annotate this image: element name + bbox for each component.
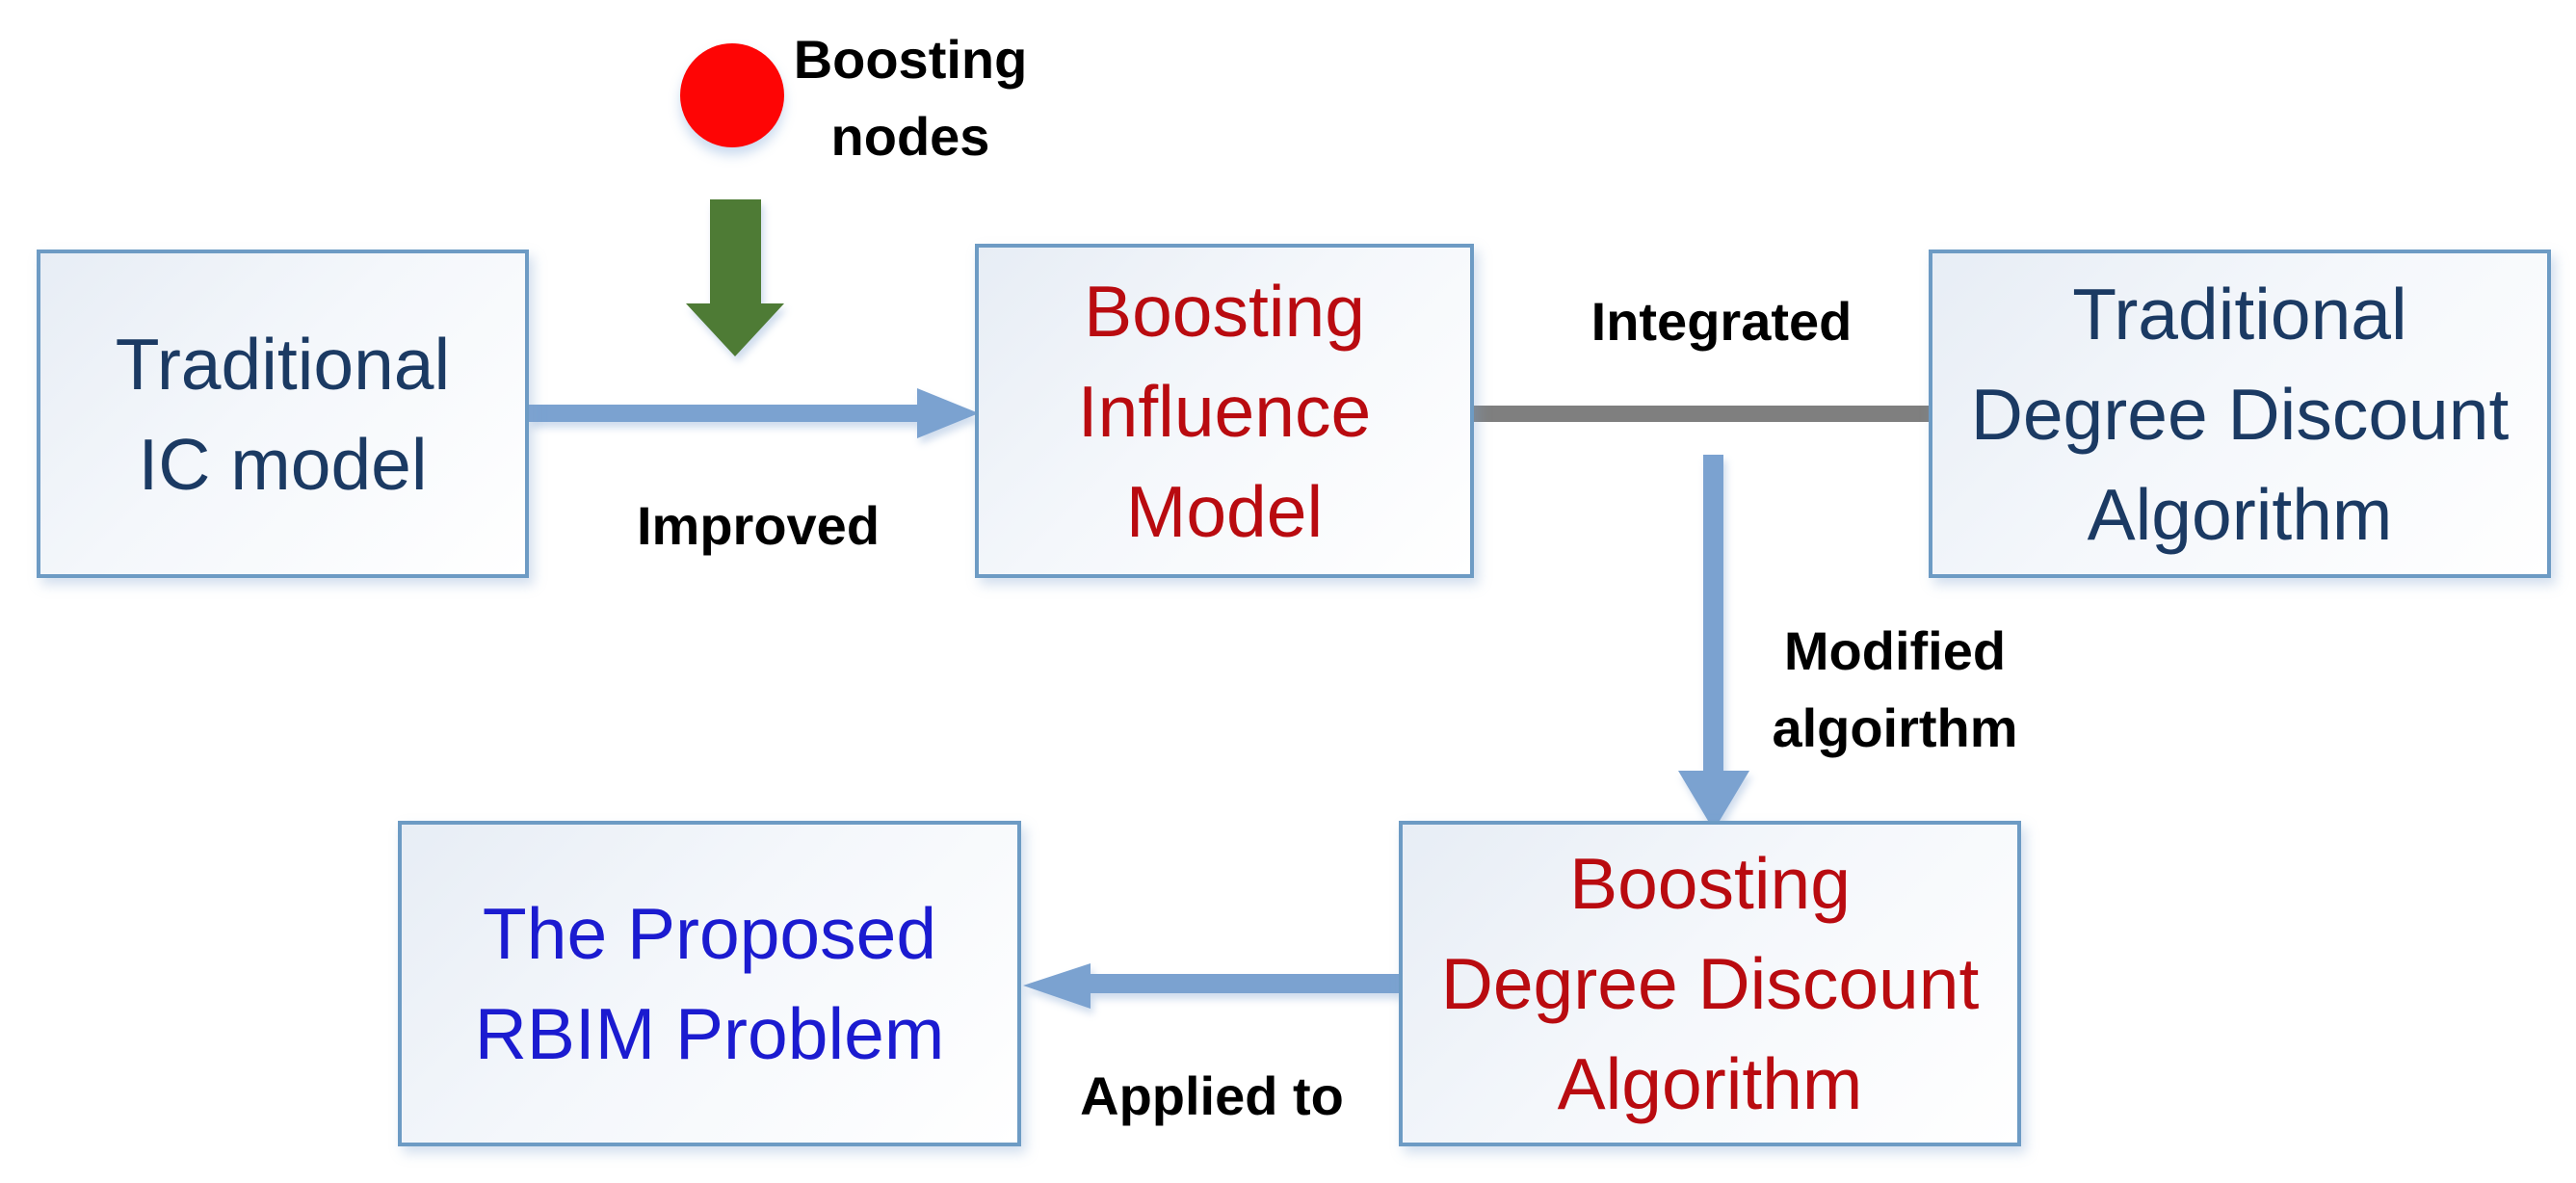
box-text-line: Algorithm [2087,473,2393,555]
box-text-line: Boosting [1084,270,1365,352]
box-traditional-degree-discount-algorithm: Traditional Degree Discount Algorithm [1929,250,2551,578]
box-text-line: The Proposed [482,893,937,974]
box-traditional-ic-model: Traditional IC model [37,250,529,578]
applied-to-label: Applied to [1080,1065,1344,1126]
box-text-line: Influence [1077,370,1372,452]
boosting-nodes-arrow [686,199,784,356]
box-text-line: Model [1125,470,1324,552]
box-text-line: Traditional [2072,273,2407,355]
boosting-nodes-label-line2: nodes [830,106,990,167]
box-text-line: RBIM Problem [474,993,945,1074]
modified-algorithm-label-line1: Modified [1783,620,2007,681]
box-boosting-influence-model: Boosting Influence Model [975,244,1474,578]
applied-to-arrow [1023,963,1400,1009]
box-text-line: IC model [138,423,428,505]
box-proposed-rbim-problem: The Proposed RBIM Problem [398,821,1021,1146]
improved-arrow [529,388,979,438]
improved-label: Improved [636,495,881,556]
box-text-line: Boosting [1569,843,1851,924]
boosting-nodes-label: Boosting nodes [718,21,1103,175]
modified-algorithm-label-line2: algoirthm [1772,697,2018,758]
box-text-line: Degree Discount [1970,373,2510,455]
boosting-node-circle [680,43,784,147]
boosting-nodes-label-line1: Boosting [793,29,1028,90]
integrated-label: Integrated [1590,291,1853,352]
box-text-line: Algorithm [1557,1043,1863,1124]
box-text-line: Degree Discount [1440,943,1980,1024]
box-boosting-degree-discount-algorithm: Boosting Degree Discount Algorithm [1399,821,2021,1146]
integrated-connector [1474,406,1929,422]
box-text-line: Traditional [115,323,451,405]
modified-algorithm-label: Modified algoirthm [1654,613,2136,767]
